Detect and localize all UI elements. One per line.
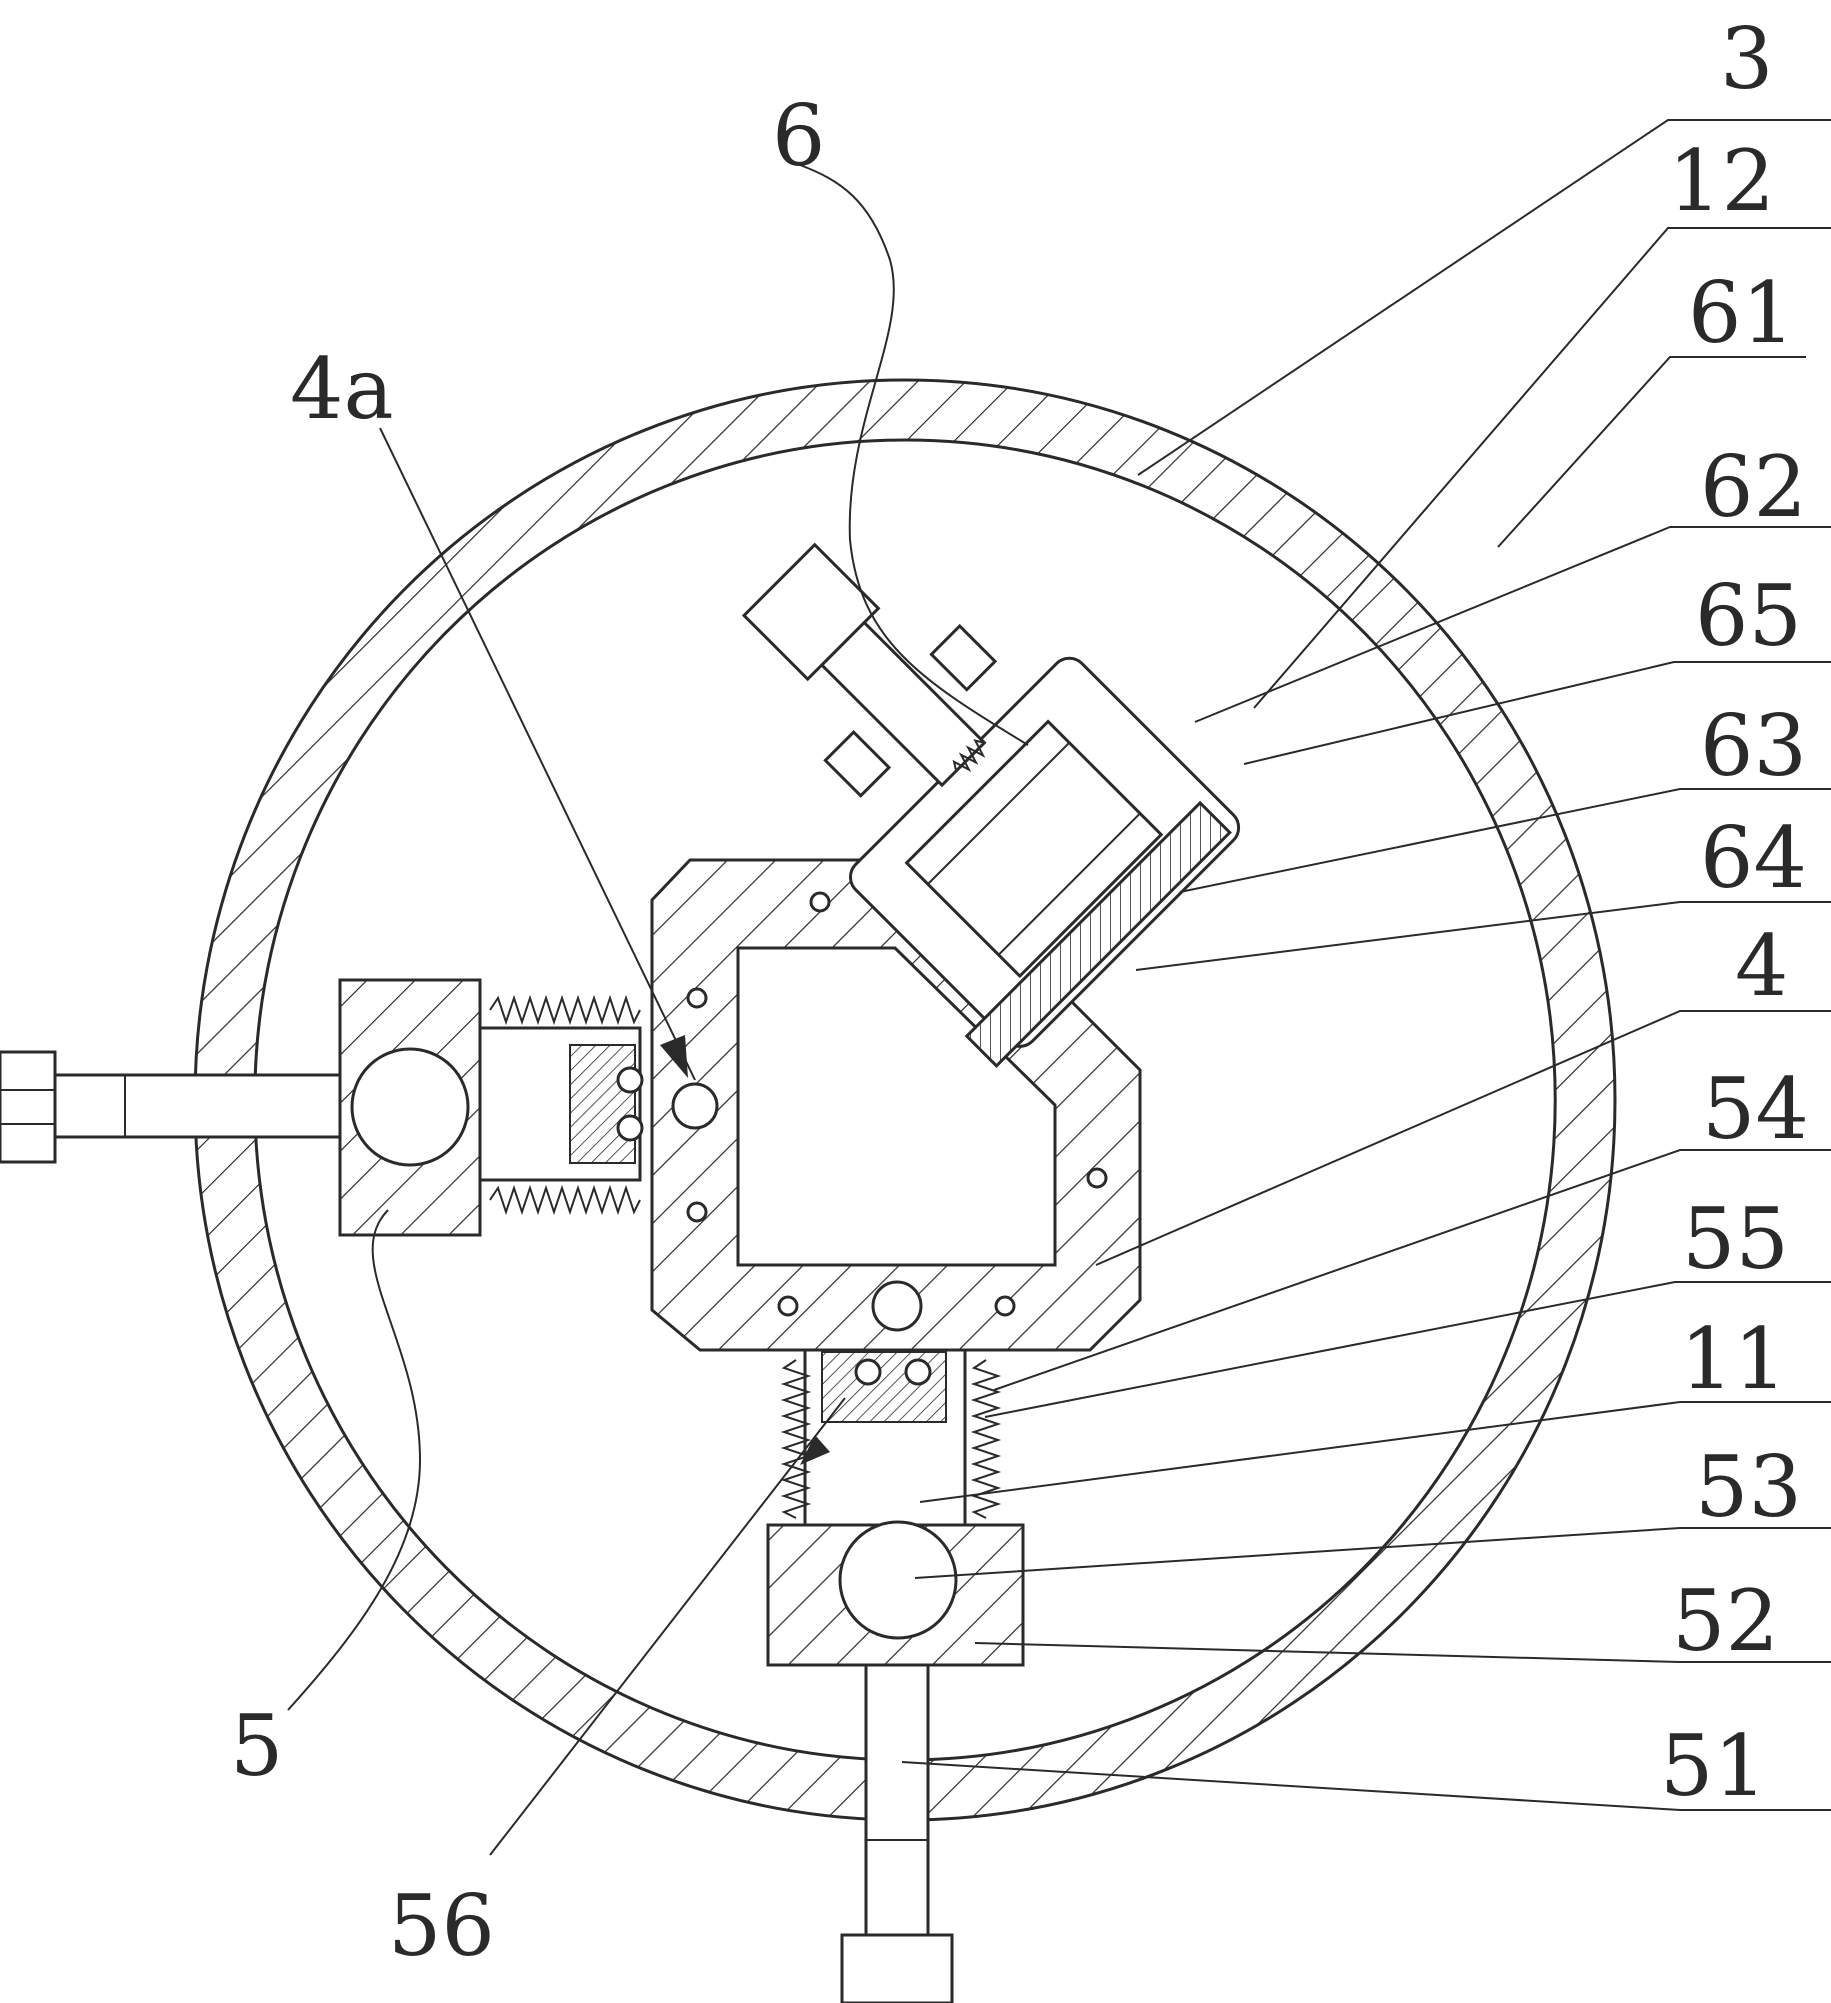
- label-4a: 4a: [290, 340, 394, 438]
- bottom-spring-left: [780, 1359, 812, 1519]
- bottom-bolt-shank: [864, 1663, 930, 1937]
- left-spring-top: [489, 994, 641, 1026]
- arrow-4a: [660, 1035, 688, 1078]
- left-roller: [616, 1114, 644, 1142]
- label-6: 6: [772, 87, 825, 185]
- bottom-bolt-head: [840, 1933, 954, 2003]
- left-bolt-shank: [53, 1073, 342, 1139]
- bottom-roller: [854, 1358, 882, 1386]
- clamp-block: [823, 729, 892, 798]
- arrow-56: [800, 1435, 830, 1465]
- label-12: 12: [1668, 132, 1775, 230]
- label-63: 63: [1700, 697, 1807, 795]
- label-11: 11: [1680, 1310, 1787, 1408]
- body-pin-4a: [671, 1082, 719, 1130]
- left-roller: [616, 1066, 644, 1094]
- body-pin: [871, 1280, 923, 1332]
- bottom-ball: [838, 1520, 958, 1640]
- label-3: 3: [1720, 10, 1773, 108]
- leader-lines: [287, 119, 1831, 1856]
- angled-assembly: [741, 542, 1241, 1068]
- label-55: 55: [1682, 1190, 1789, 1288]
- motor-63: [904, 719, 1164, 979]
- label-53: 53: [1695, 1438, 1802, 1536]
- body-hole: [777, 1295, 799, 1317]
- label-61: 61: [1688, 264, 1795, 362]
- left-inner-frame: [569, 1044, 636, 1164]
- left-bolt-head: [0, 1050, 57, 1164]
- left-spring-bottom: [489, 1184, 641, 1216]
- left-clamp: [0, 978, 644, 1237]
- label-65: 65: [1695, 567, 1802, 665]
- label-5: 5: [230, 1697, 283, 1795]
- label-52: 52: [1672, 1572, 1779, 1670]
- label-62: 62: [1700, 438, 1807, 536]
- label-64: 64: [1700, 809, 1807, 907]
- bottom-clamp: [766, 1348, 1025, 2003]
- body-hole: [1086, 1167, 1108, 1189]
- body-hole: [686, 987, 708, 1009]
- label-51: 51: [1660, 1717, 1767, 1815]
- label-56: 56: [388, 1877, 495, 1975]
- body-hole: [994, 1295, 1016, 1317]
- body-hole: [809, 891, 831, 913]
- plate-61: [964, 800, 1232, 1068]
- reference-labels: 3 12 61 62 65 63 64 4 54 55 11 53 52 51 …: [230, 10, 1809, 1975]
- bolt-head: [741, 542, 881, 682]
- left-ball: [350, 1047, 470, 1167]
- label-54: 54: [1702, 1060, 1809, 1158]
- bottom-roller: [904, 1358, 932, 1386]
- body-hole: [686, 1201, 708, 1223]
- outer-ring: [193, 378, 1617, 1822]
- spring-65: [952, 739, 986, 772]
- clamp-block: [929, 623, 998, 692]
- label-4: 4: [1735, 917, 1788, 1015]
